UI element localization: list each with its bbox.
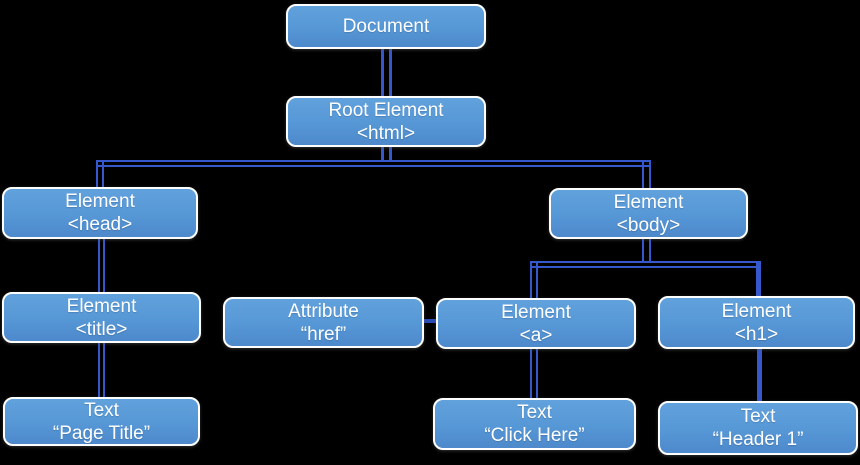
connector-body-trunk bbox=[642, 239, 651, 263]
node-element-title: Element <title> bbox=[2, 292, 201, 343]
node-h1-label: Element bbox=[721, 300, 792, 322]
connector-head-title bbox=[98, 239, 105, 292]
node-h1-tag: <h1> bbox=[734, 323, 779, 345]
node-header1-value: “Header 1” bbox=[712, 429, 804, 450]
node-element-a: Element <a> bbox=[436, 298, 636, 349]
connector-drop-head bbox=[96, 160, 104, 187]
node-header1-label: Text bbox=[740, 406, 776, 427]
node-head-tag: <head> bbox=[67, 214, 133, 235]
connector-drop-body bbox=[642, 160, 651, 188]
connector-drop-h1 bbox=[756, 263, 761, 296]
node-root-element-html: Root Element <html> bbox=[286, 96, 486, 147]
node-html-tag: <html> bbox=[356, 122, 416, 144]
node-html-label: Root Element bbox=[328, 99, 444, 121]
connector-document-html bbox=[381, 49, 392, 96]
node-attribute-href: Attribute “href” bbox=[223, 297, 424, 348]
node-element-h1: Element <h1> bbox=[658, 296, 855, 349]
node-document: Document bbox=[286, 4, 486, 49]
connector-title-pagetitle bbox=[98, 343, 105, 397]
node-title-label: Element bbox=[66, 295, 137, 317]
node-title-tag: <title> bbox=[75, 318, 128, 340]
node-text-page-title: Text “Page Title” bbox=[3, 397, 200, 446]
node-element-head: Element <head> bbox=[2, 187, 198, 239]
node-href-label: Attribute bbox=[288, 300, 359, 322]
node-body-label: Element bbox=[613, 191, 684, 213]
node-href-value: “href” bbox=[300, 323, 347, 345]
connector-body-children-branch bbox=[530, 261, 761, 268]
node-pagetitle-label: Text bbox=[84, 399, 119, 421]
connector-a-clickhere bbox=[530, 349, 538, 398]
connector-drop-a bbox=[530, 261, 538, 298]
node-text-header-1: Text “Header 1” bbox=[658, 401, 858, 455]
node-clickhere-value: “Click Here” bbox=[484, 425, 585, 446]
node-pagetitle-value: “Page Title” bbox=[52, 422, 151, 444]
connector-h1-header1 bbox=[757, 349, 762, 401]
connector-html-trunk bbox=[381, 147, 392, 161]
connector-html-children-branch bbox=[96, 160, 649, 167]
node-document-label: Document bbox=[342, 16, 430, 37]
node-clickhere-label: Text bbox=[517, 402, 552, 423]
node-text-click-here: Text “Click Here” bbox=[433, 398, 636, 450]
node-a-tag: <a> bbox=[519, 324, 553, 346]
connector-href-a bbox=[424, 319, 436, 323]
node-element-body: Element <body> bbox=[549, 188, 748, 239]
node-a-label: Element bbox=[501, 301, 571, 323]
node-body-tag: <body> bbox=[616, 214, 681, 236]
node-head-label: Element bbox=[65, 191, 135, 212]
